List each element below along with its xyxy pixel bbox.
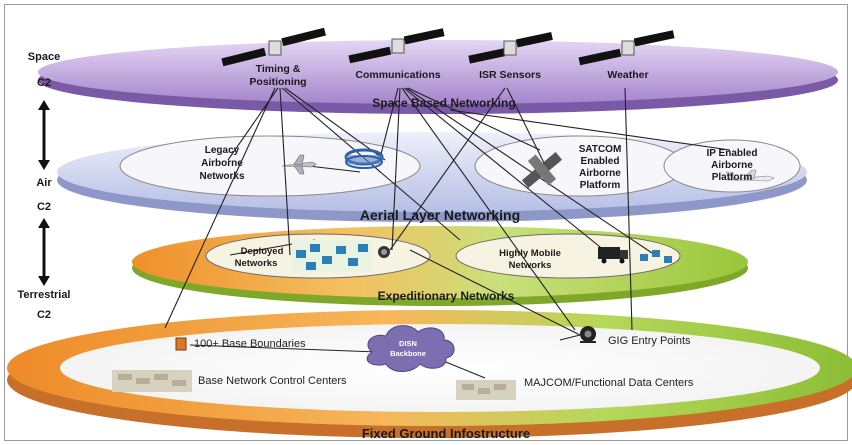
satcom-label-2: Enabled <box>581 156 620 167</box>
ground-layer-title: Fixed Ground Infostructure <box>362 426 530 441</box>
connector-lines <box>164 87 731 379</box>
space-labels: Timing & Positioning Communications ISR … <box>249 63 648 110</box>
ip-label-1: IP Enabled <box>707 148 758 159</box>
mobile-networks-zone <box>455 233 681 279</box>
arrow-up-icon <box>38 100 50 110</box>
expeditionary-layer <box>132 226 748 306</box>
air-label: Air <box>36 177 52 189</box>
legacy-label-3: Networks <box>199 171 244 182</box>
legacy-aircraft-icon <box>281 154 317 175</box>
satellite-timing-icon <box>221 27 326 67</box>
satcom-label-3: Airborne <box>579 168 621 179</box>
isr-sensors-label: ISR Sensors <box>479 69 541 81</box>
air-c2-label: C2 <box>37 201 51 213</box>
disn-cloud-icon <box>366 325 455 372</box>
ground-labels: 100+ Base Boundaries Base Network Contro… <box>194 335 694 441</box>
positioning-label: Positioning <box>249 76 306 88</box>
disn-label-2: Backbone <box>390 349 426 358</box>
ground-disc-top <box>60 324 820 412</box>
mobile-label-1: Highly Mobile <box>499 248 561 259</box>
air-layer-title: Aerial Layer Networking <box>360 207 520 223</box>
deployed-equipment-icon <box>292 240 372 272</box>
gig-label: GIG Entry Points <box>608 335 691 347</box>
ip-label-2: Airborne <box>711 160 753 171</box>
arrow-down-icon-2 <box>38 276 50 286</box>
expeditionary-labels: Deployed Networks Highly Mobile Networks… <box>235 246 561 303</box>
legacy-zone <box>119 135 421 197</box>
deployed-label-2: Networks <box>235 258 278 269</box>
base-boundary-icon <box>175 337 187 351</box>
satellite-weather-icon <box>578 30 675 66</box>
arrow-down-icon <box>38 160 50 170</box>
ip-label-3: Platform <box>712 172 753 183</box>
space-c2-label: C2 <box>37 77 51 89</box>
legacy-label-2: Airborne <box>201 158 243 169</box>
aircraft-ring-icon <box>344 148 384 169</box>
majcom-label: MAJCOM/Functional Data Centers <box>524 377 694 389</box>
base-boundaries-label: 100+ Base Boundaries <box>194 338 306 350</box>
weather-label: Weather <box>607 69 648 81</box>
expeditionary-layer-title: Expeditionary Networks <box>378 289 515 303</box>
communications-label: Communications <box>355 69 440 81</box>
mobile-label-2: Networks <box>509 260 552 271</box>
mobile-units-icon <box>640 250 672 263</box>
control-centers-label: Base Network Control Centers <box>198 375 347 387</box>
mobile-vehicle-icon <box>598 247 628 264</box>
satcom-label-4: Platform <box>580 180 621 191</box>
terrestrial-label: Terrestrial <box>18 289 71 301</box>
satcom-platform-icon <box>521 152 563 188</box>
legacy-label-1: Legacy <box>205 145 240 156</box>
space-label: Space <box>28 51 60 63</box>
terrestrial-c2-label: C2 <box>37 309 51 321</box>
satellite-communications-icon <box>348 28 445 64</box>
satellite-isr-icon <box>468 32 553 64</box>
satcom-label-1: SATCOM <box>579 144 622 155</box>
ip-aircraft-icon <box>725 169 775 182</box>
timing-label: Timing & <box>256 63 301 75</box>
air-labels: Legacy Airborne Networks SATCOM Enabled … <box>199 144 757 223</box>
disn-label-1: DISN <box>399 339 417 348</box>
deployed-label-1: Deployed <box>241 246 284 257</box>
control-center-icon <box>112 370 192 392</box>
figure-frame <box>4 4 848 441</box>
arrow-up-icon-2 <box>38 218 50 228</box>
side-axis: Space C2 Air C2 Terrestrial C2 <box>18 51 71 321</box>
gig-dish-icon <box>580 326 596 343</box>
satellite-dish-icon <box>378 246 390 258</box>
data-center-icon <box>456 380 516 400</box>
space-layer-title: Space Based Networking <box>372 96 515 110</box>
